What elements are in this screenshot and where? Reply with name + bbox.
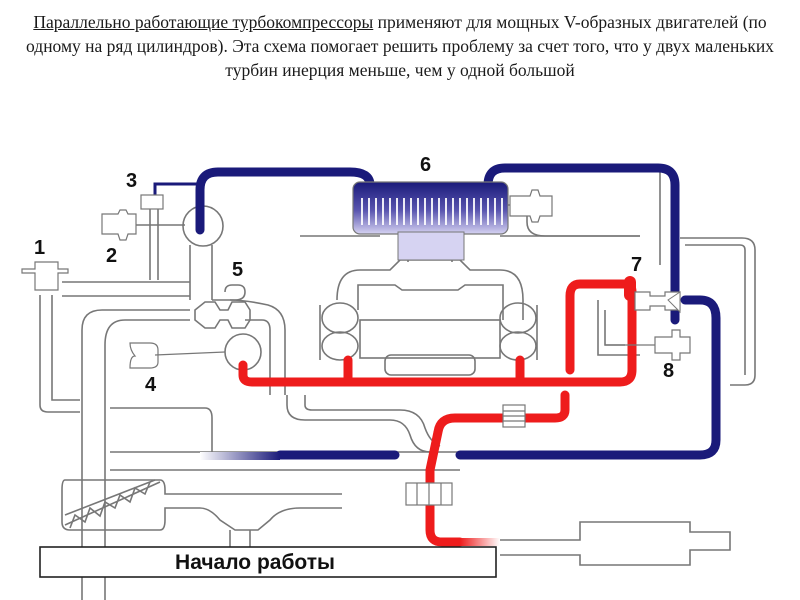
engine-cylinder-bank [359,319,501,359]
cylinder [499,302,537,334]
actuator-6-right [509,189,553,223]
pipe-outline [39,295,80,413]
charge-air-pipes [153,163,721,460]
catalyst-small-lines [503,410,525,422]
pipe-outline [229,299,286,395]
component-3-box [140,194,164,210]
exhaust-pipes [238,276,637,547]
catalyst-main-lines [416,483,442,505]
cylinder [321,302,359,334]
label-5: 5 [232,259,243,281]
actuator-8 [654,329,691,361]
cylinder [499,331,537,361]
pipe-outline [286,395,431,453]
label-4: 4 [145,374,157,396]
label-8: 8 [663,360,674,382]
start-box: Начало работы [39,546,497,578]
exhaust-manifold [238,279,637,387]
turbocharger-7 [634,291,681,314]
pipe-outline [304,395,441,447]
catalyst-elements [405,404,526,506]
pipe-outline [229,530,251,548]
cylinder [321,331,359,361]
outline-pipes [39,167,756,600]
pipe-outline [560,167,665,265]
label-1: 1 [34,237,45,259]
exhaust-fade [460,538,500,546]
label-3: 3 [126,170,137,192]
exhaust-runner [343,355,525,385]
pipe-outline [104,319,190,600]
caption-underlined: Параллельно работающие турбокомпрессоры [33,12,374,32]
intercooler-6 [352,181,509,261]
pipe-outline [149,205,159,280]
actuator-4-rod [154,351,226,356]
pipe-outline [685,244,746,375]
engine-block [357,284,504,320]
pipe-outline [51,295,80,401]
charge-pipe-left [195,167,375,235]
filter-element [64,479,161,529]
pipe-outline [62,281,190,297]
turbocharger-5 [194,301,251,329]
caption: Параллельно работающие турбокомпрессоры … [20,10,780,82]
sensor-1 [21,261,69,291]
label-7: 7 [631,254,642,276]
charge-pipe-return [455,295,721,460]
air-filter-outline [65,479,342,495]
muffler [500,521,731,566]
caption-text: применяют для мощных V-образных двигател… [26,12,774,80]
pipe-outline [680,237,756,386]
charge-fade [200,452,280,460]
label-2: 2 [106,245,117,267]
air-filter-outline [61,479,342,531]
intercooler-neck [397,231,465,261]
pipe-outline [189,245,213,300]
engine-block [319,305,538,360]
exhaust-downpipe [425,390,570,547]
turbo-5-outline [212,284,246,301]
components [21,189,691,369]
label-6: 6 [420,154,431,176]
start-box-label: Начало работы [175,551,335,574]
intercooler-fins [361,198,503,225]
actuator-4 [129,342,159,369]
charge-pipe-right [483,163,680,325]
pipe-outline [81,309,190,600]
engine-sump [384,354,476,376]
actuator-2 [101,209,137,241]
